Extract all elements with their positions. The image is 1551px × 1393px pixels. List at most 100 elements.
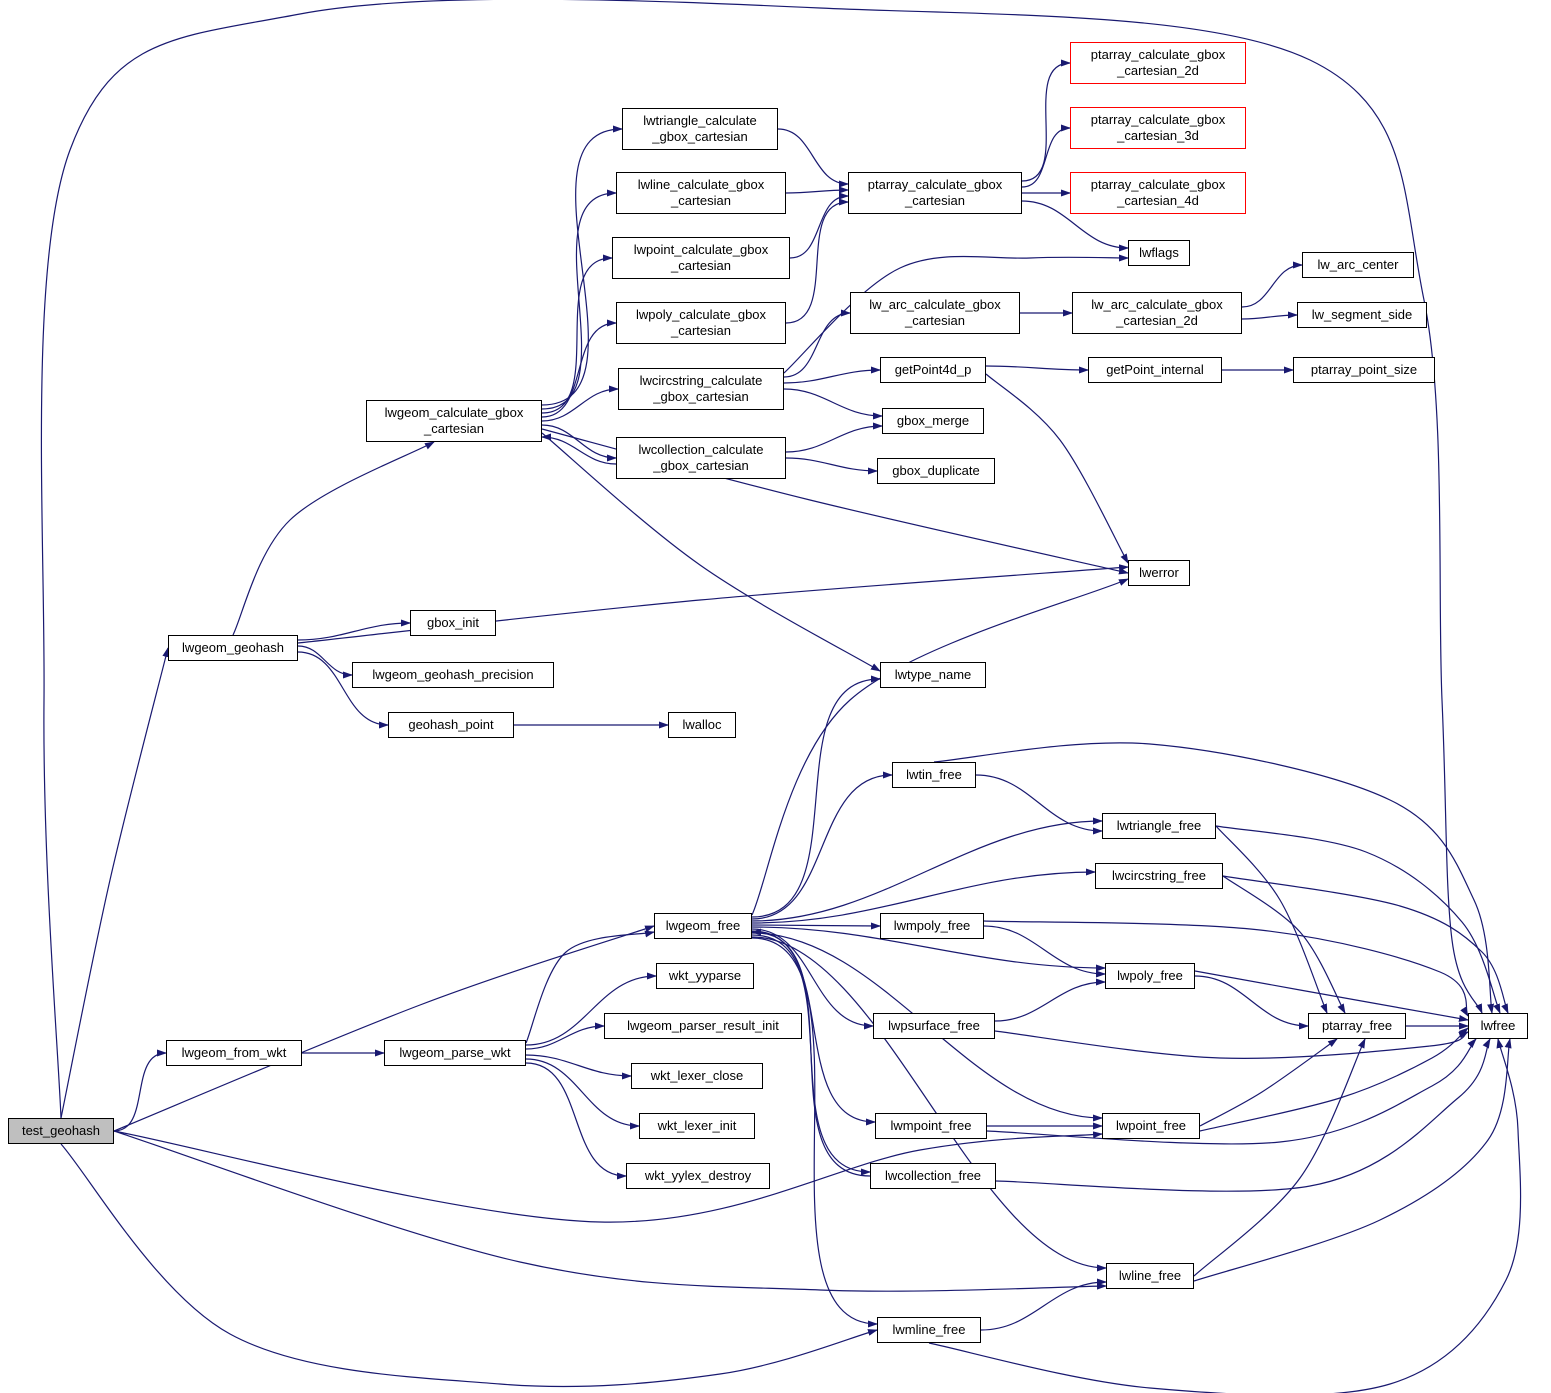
node-lwcircstring_free[interactable]: lwcircstring_free [1095,863,1223,889]
node-lwline_free[interactable]: lwline_free [1106,1263,1194,1289]
node-lwtriangle_free[interactable]: lwtriangle_free [1102,813,1216,839]
node-wkt_yylex_destroy[interactable]: wkt_yylex_destroy [626,1163,770,1189]
node-lwgeom_parse_wkt[interactable]: lwgeom_parse_wkt [384,1040,526,1066]
edge-lw_arc_calculate_gbox_cartesian_2d-lw_segment_side [1241,311,1298,320]
edge-getPoint4d_p-lwerror [985,373,1129,564]
node-ptarray_calculate_gbox_cartesian_2d[interactable]: ptarray_calculate_gbox _cartesian_2d [1070,42,1246,84]
edge-ptarray_calculate_gbox_cartesian-ptarray_calculate_gbox_cartesian_3d [1021,124,1071,188]
node-lwgeom_from_wkt[interactable]: lwgeom_from_wkt [166,1040,302,1066]
edge-lwgeom_calculate_gbox_cartesian-lwcollection_calculate_gbox_cartesian [541,424,617,462]
edge-lwgeom_parse_wkt-wkt_yyparse [525,972,657,1046]
node-lwmpoly_free[interactable]: lwmpoly_free [880,913,984,939]
edge-lwtin_free-lwtriangle_free [975,774,1103,835]
node-lwgeom_parser_result_init[interactable]: lwgeom_parser_result_init [604,1013,802,1039]
edge-lwmpoly_free-lwpoly_free [983,925,1106,978]
edge-lwgeom_geohash-lwgeom_geohash_precision [297,645,353,679]
edge-test_geohash-lwpoint_free [113,1130,1103,1223]
edge-lwline_free-lwfree [1193,1038,1512,1282]
edge-lwtriangle_calculate_gbox_cartesian-ptarray_calculate_gbox_cartesian [777,128,849,188]
node-ptarray_free[interactable]: ptarray_free [1308,1013,1406,1039]
node-lwtin_free[interactable]: lwtin_free [892,762,976,788]
edge-lwtriangle_free-ptarray_free [1215,825,1328,1014]
node-gbox_init[interactable]: gbox_init [410,610,496,636]
edge-lwgeom_calculate_gbox_cartesian-lwtriangle_calculate_gbox_cartesian [541,125,623,406]
edge-lwpoint_calculate_gbox_cartesian-ptarray_calculate_gbox_cartesian [789,192,849,259]
node-lwpoly_free[interactable]: lwpoly_free [1105,963,1195,989]
node-geohash_point[interactable]: geohash_point [388,712,514,738]
edge-lwcircstring_calculate_gbox_cartesian-getPoint4d_p [783,366,881,384]
node-lw_arc_center[interactable]: lw_arc_center [1302,252,1414,278]
node-ptarray_calculate_gbox_cartesian_4d[interactable]: ptarray_calculate_gbox _cartesian_4d [1070,172,1246,214]
node-lwcollection_calculate_gbox_cartesian[interactable]: lwcollection_calculate _gbox_cartesian [616,437,786,479]
edge-lwgeom_calculate_gbox_cartesian-lwcircstring_calculate_gbox_cartesian [541,385,619,422]
node-lwmpoint_free[interactable]: lwmpoint_free [875,1113,987,1139]
node-gbox_duplicate[interactable]: gbox_duplicate [877,458,995,484]
edge-lwmpoly_free-lwfree [983,920,1469,1017]
edge-lwgeom_geohash-geohash_point [297,651,389,729]
node-getPoint_internal[interactable]: getPoint_internal [1088,357,1222,383]
node-lwpsurface_free[interactable]: lwpsurface_free [873,1013,995,1039]
node-lwtriangle_calculate_gbox_cartesian[interactable]: lwtriangle_calculate _gbox_cartesian [622,108,778,150]
edge-ptarray_calculate_gbox_cartesian-lwflags [1021,200,1129,252]
node-lw_arc_calculate_gbox_cartesian_2d[interactable]: lw_arc_calculate_gbox _cartesian_2d [1072,292,1242,334]
node-lwalloc[interactable]: lwalloc [668,712,736,738]
edge-lwcollection_free-lwgeom_free [751,928,871,1177]
node-lwflags[interactable]: lwflags [1128,240,1190,266]
node-lw_arc_calculate_gbox_cartesian[interactable]: lw_arc_calculate_gbox _cartesian [850,292,1020,334]
edge-lwgeom_calculate_gbox_cartesian-lwpoly_calculate_gbox_cartesian [541,319,617,418]
node-lwcollection_free[interactable]: lwcollection_free [870,1163,996,1189]
node-lwcircstring_calculate_gbox_cartesian[interactable]: lwcircstring_calculate _gbox_cartesian [618,368,784,410]
edge-lwgeom_free-lwmpoly_free [751,922,881,930]
edge-test_geohash-lwfree [40,0,1483,1119]
node-gbox_merge[interactable]: gbox_merge [882,408,984,434]
edge-test_geohash-lwgeom_geohash [60,647,170,1119]
edge-test_geohash-lwmline_free [60,1143,878,1388]
node-lwpoint_free[interactable]: lwpoint_free [1102,1113,1200,1139]
edge-lwgeom_free-lwpoly_free [751,926,1106,972]
edge-lwpoly_free-lwfree [1194,970,1469,1022]
edge-lwgeom_free-lwerror [751,578,1129,916]
node-lw_segment_side[interactable]: lw_segment_side [1297,302,1427,328]
edge-lwgeom_free-lwline_free [751,936,1107,1272]
edge-lwgeom_parse_wkt-wkt_yylex_destroy [525,1062,627,1180]
edge-lw_arc_calculate_gbox_cartesian_2d-lw_arc_center [1241,261,1303,308]
edge-lwmline_free-lwline_free [980,1278,1107,1331]
node-lwgeom_calculate_gbox_cartesian[interactable]: lwgeom_calculate_gbox _cartesian [366,400,542,442]
node-lwpoint_calculate_gbox_cartesian[interactable]: lwpoint_calculate_gbox _cartesian [612,237,790,279]
edge-lwgeom_geohash-lwerror [297,564,1129,644]
edge-lwcircstring_free-lwfree [1222,875,1509,1014]
node-ptarray_point_size[interactable]: ptarray_point_size [1293,357,1435,383]
edge-test_geohash-lwline_free [113,1130,1107,1292]
edge-lwgeom_calculate_gbox_cartesian-lwtype_name [541,432,881,672]
edge-lwpsurface_free-lwpoly_free [994,978,1106,1022]
edge-lwcollection_calculate_gbox_cartesian-gbox_duplicate [785,457,878,475]
node-lwerror[interactable]: lwerror [1128,560,1190,586]
node-lwmline_free[interactable]: lwmline_free [877,1317,981,1343]
edge-lwpoly_calculate_gbox_cartesian-ptarray_calculate_gbox_cartesian [785,198,849,324]
edge-lwgeom_parse_wkt-lwgeom_parser_result_init [525,1022,605,1050]
edge-lwgeom_free-lwtin_free [751,771,893,920]
edge-lwcircstring_calculate_gbox_cartesian-gbox_merge [783,388,883,420]
node-wkt_lexer_close[interactable]: wkt_lexer_close [631,1063,763,1089]
node-lwpoly_calculate_gbox_cartesian[interactable]: lwpoly_calculate_gbox _cartesian [616,302,786,344]
node-getPoint4d_p[interactable]: getPoint4d_p [880,357,986,383]
node-lwline_calculate_gbox_cartesian[interactable]: lwline_calculate_gbox _cartesian [616,172,786,214]
node-test_geohash: test_geohash [8,1118,114,1144]
node-wkt_lexer_init[interactable]: wkt_lexer_init [639,1113,755,1139]
edge-lwgeom_parse_wkt-lwgeom_free [525,930,655,1044]
node-lwgeom_free[interactable]: lwgeom_free [654,913,752,939]
node-lwgeom_geohash[interactable]: lwgeom_geohash [168,635,298,661]
edge-lwtin_free-lwfree [933,742,1495,1014]
node-lwtype_name[interactable]: lwtype_name [880,662,986,688]
node-lwgeom_geohash_precision[interactable]: lwgeom_geohash_precision [352,662,554,688]
edge-lwpoint_free-ptarray_free [1199,1038,1338,1127]
node-wkt_yyparse[interactable]: wkt_yyparse [656,963,754,989]
edge-lwcollection_free-lwfree [995,1038,1491,1192]
node-ptarray_calculate_gbox_cartesian_3d[interactable]: ptarray_calculate_gbox _cartesian_3d [1070,107,1246,149]
node-ptarray_calculate_gbox_cartesian[interactable]: ptarray_calculate_gbox _cartesian [848,172,1022,214]
node-lwfree[interactable]: lwfree [1468,1013,1528,1039]
edge-lwcollection_calculate_gbox_cartesian-lwgeom_calculate_gbox_cartesian [541,433,617,465]
edge-lwpoint_free-lwfree [1199,1027,1469,1132]
